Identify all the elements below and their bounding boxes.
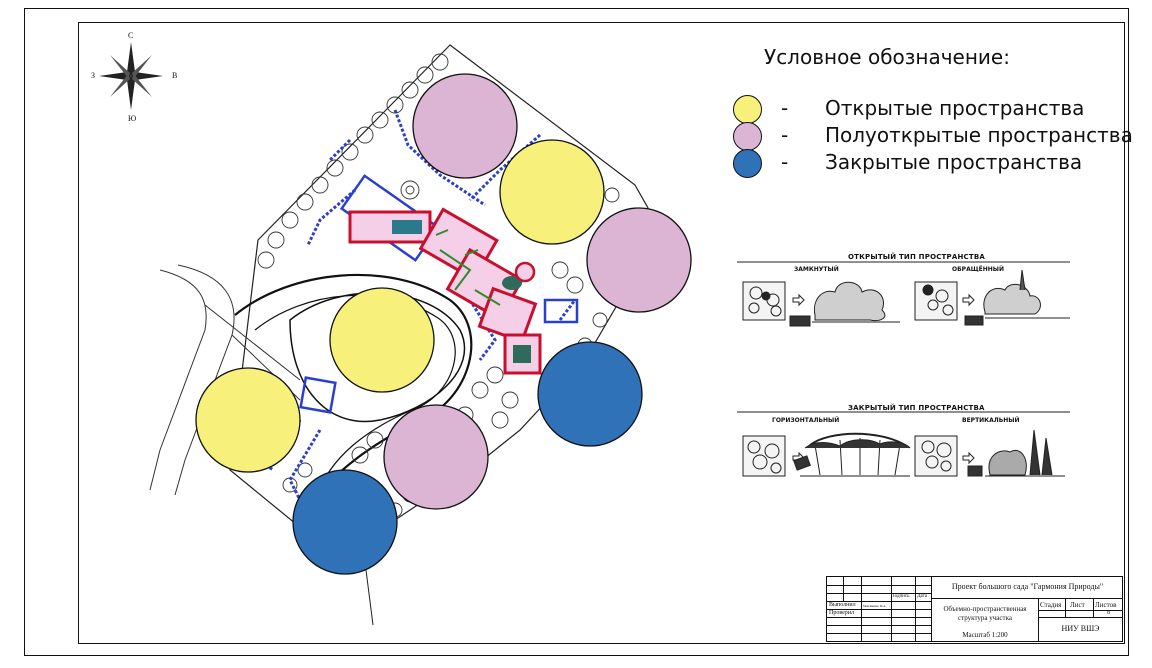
closed-zone: [537, 341, 643, 447]
semi-open-zone: [412, 73, 518, 179]
open-zone: [499, 139, 605, 245]
stamp-divider: [1038, 598, 1039, 641]
stamp-org: НИУ ВШЭ: [1061, 624, 1100, 633]
stamp-divider: [915, 577, 916, 641]
open-zone: [329, 287, 435, 393]
stamp-performed-label: Выполнил: [829, 602, 856, 608]
zone-circles: [195, 73, 692, 575]
compass-south: Ю: [128, 114, 137, 123]
stamp-divider: [827, 593, 931, 594]
compass-rose-icon: [99, 42, 163, 110]
stamp-signature-label: Подпись: [891, 594, 910, 599]
road-edge: [174, 264, 235, 496]
stamp-divider: [931, 577, 932, 641]
legend-item-closed: - Закрытые пространства: [733, 149, 1133, 179]
legend-dash: -: [781, 150, 789, 174]
stamp-divider: [1038, 617, 1123, 618]
stamp-divider: [827, 601, 931, 602]
stamp-divider: [861, 577, 862, 641]
curved-path: [234, 273, 473, 521]
stamp-divider: [843, 577, 844, 601]
stamp-sheets-label: Листов: [1095, 601, 1117, 609]
open-right-label: ОБРАЩЁННЫЙ: [952, 266, 1005, 273]
legend-title: Условное обозначение:: [764, 45, 1010, 69]
title-block: Подпись Дата Выполнил Максименко М.А. Пр…: [826, 576, 1123, 642]
legend-label: Полуоткрытые пространства: [825, 123, 1133, 147]
stamp-performed-name: Максименко М.А.: [863, 604, 887, 608]
stamp-sheet-label: Лист: [1070, 601, 1085, 609]
stamp-divider: [891, 577, 892, 641]
boundary-line: [365, 569, 374, 626]
road-edge: [149, 269, 207, 491]
compass-west: З: [91, 71, 96, 80]
stamp-scale: Масштаб 1:200: [962, 631, 1008, 639]
closed-swatch: [733, 149, 762, 178]
closed-zone: [292, 469, 398, 575]
stamp-sheets-value: 8: [1107, 610, 1110, 616]
legend-item-open: - Открытые пространства: [733, 95, 1133, 125]
drawing-inner-frame: [78, 22, 1125, 644]
stamp-divider: [827, 609, 931, 610]
stamp-divider: [827, 585, 931, 586]
stamp-divider: [931, 598, 1123, 599]
stamp-sheet-title: Объемно-пространственная структура участ…: [943, 605, 1027, 622]
stamp-date-label: Дата: [917, 594, 927, 599]
compass-east: В: [172, 71, 178, 80]
semi-open-zone: [383, 404, 489, 510]
semi-open-swatch: [733, 122, 762, 151]
main-building: [348, 207, 542, 375]
stamp-divider: [1038, 610, 1123, 611]
legend-item-semi-open: - Полуоткрытые пространства: [733, 122, 1133, 152]
stamp-divider: [827, 617, 931, 618]
stamp-divider: [1065, 598, 1066, 617]
stamp-stage-label: Стадия: [1040, 601, 1062, 609]
legend-label: Закрытые пространства: [825, 150, 1083, 174]
drawing-outer-frame: [24, 8, 1129, 656]
open-swatch: [733, 95, 762, 124]
stamp-project: Проект большого сада "Гармония Природы": [951, 582, 1104, 591]
legend-label: Открытые пространства: [825, 96, 1085, 120]
legend-dash: -: [781, 96, 789, 120]
closed-right-label: ВЕРТИКАЛЬНЫЙ: [962, 417, 1020, 424]
stamp-checked-label: Проверил: [829, 610, 854, 616]
legend-dash: -: [781, 123, 789, 147]
closed-type-title: ЗАКРЫТЫЙ ТИП ПРОСТРАНСТВА: [848, 404, 985, 412]
stamp-divider: [827, 625, 931, 626]
stamp-divider: [827, 633, 931, 634]
open-type-title: ОТКРЫТЫЙ ТИП ПРОСТРАНСТВА: [848, 253, 986, 261]
stamp-divider: [1093, 598, 1094, 617]
compass-north: С: [128, 31, 134, 40]
open-zone: [195, 367, 301, 473]
open-left-label: ЗАМКНУТЫЙ: [794, 266, 839, 273]
curved-path: [254, 294, 456, 501]
closed-left-label: ГОРИЗОНТАЛЬНЫЙ: [772, 417, 840, 424]
semi-open-zone: [586, 207, 692, 313]
